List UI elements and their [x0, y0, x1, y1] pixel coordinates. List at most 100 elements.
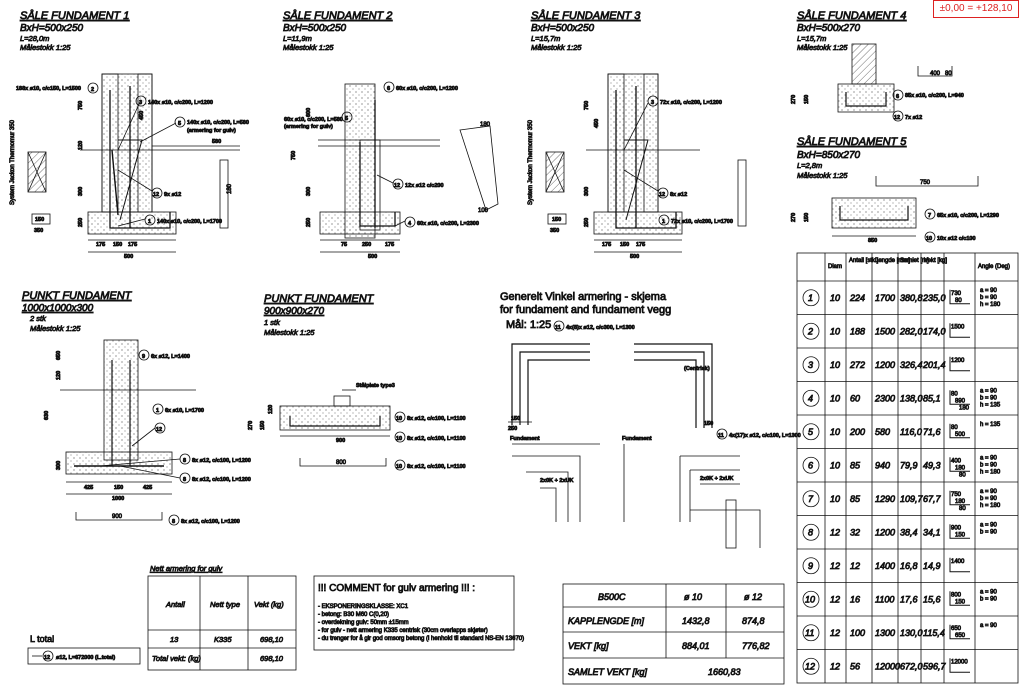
bar-schedule-table: Diam Antall [stk.] Lengde [mm] Samlet [m…: [796, 252, 1019, 684]
svg-text:6: 6: [387, 86, 390, 92]
gulv-cell: 13: [170, 635, 179, 644]
punkt-fundament-1: PUNKT FUNDAMENT 1000x1000x300 2 stk Måle…: [22, 290, 251, 526]
punkt2-callout-10c: 8x ø12, c/c100, L=1100: [407, 464, 466, 470]
bar-shape-dim: 12000: [951, 659, 968, 665]
vinkel-callout-11b: 4x(17)x ø12, c/c100, L=1300: [729, 433, 801, 439]
bar-antall: 100: [850, 628, 865, 638]
ltotal-num: 12: [44, 655, 50, 661]
gulv-total-label: Total vekt: (kg): [152, 654, 201, 663]
svg-text:12: 12: [156, 427, 162, 433]
bar-antall: 85: [850, 460, 861, 470]
gulv-title: Nett armering for gulv: [150, 564, 223, 573]
bar-shape-dim: 1200: [951, 358, 965, 364]
bar-antall: 85: [850, 494, 861, 504]
sale1-dim: 120: [78, 141, 84, 150]
punkt2-dim: 800: [336, 460, 347, 466]
bar-lengde: 12000: [875, 661, 900, 671]
sale-fundament-5: SÅLE FUNDAMENT 5 BxH=850x270 L=2,8m Måle…: [791, 135, 1000, 245]
sale2-dim: 500: [368, 254, 377, 260]
comment-line: - EKSPONERINGSKLASSE: XC1: [318, 604, 409, 610]
bar-angle: a = 90: [980, 288, 998, 294]
bar-vekt: 67,7: [923, 494, 942, 504]
sale2-scale: Målestokk 1:25: [283, 43, 334, 52]
bar-diam: 12: [830, 628, 840, 638]
sale2-callout-6: 60x ø10, c/c200, L=1200: [396, 86, 458, 92]
sale3-system-label: System Jackon Thermomur 350: [528, 119, 534, 205]
bar-angle: a = 90: [980, 623, 998, 629]
ltotal-text: ø12, L=672000 (L.total): [56, 655, 115, 661]
gulv-header: Vekt (kg): [254, 600, 284, 609]
svg-text:10: 10: [396, 436, 402, 442]
punkt1-dim: 150: [114, 485, 123, 491]
svg-text:11: 11: [555, 325, 561, 331]
bar-diam: 12: [830, 594, 840, 604]
b500c-header: B500C: [598, 592, 626, 602]
sale1-dim: 580: [212, 139, 221, 145]
bar-table-header: Samlet [m]: [900, 258, 929, 264]
bar-position: 12: [805, 661, 815, 671]
bar-lengde: 580: [875, 427, 890, 437]
bar-shape-dim: 80: [951, 425, 958, 431]
vinkel-tag-2: 2x0K + 2xUK: [700, 476, 734, 482]
bar-shape-dim: 80: [955, 298, 962, 304]
bar-shape-dim: 890: [955, 398, 966, 404]
bar-vekt: 34,1: [923, 527, 941, 537]
sale2-callout-5-note: (armering for gulv): [284, 124, 333, 130]
sale2-callout-12: 12x ø12 c/c200: [405, 183, 444, 189]
svg-text:1: 1: [156, 408, 159, 414]
sale1-callout-5-note: (armering for gulv): [187, 128, 236, 134]
sale1-dim: 250: [78, 218, 84, 227]
bar-diam: 10: [830, 326, 840, 336]
sale2-title: SÅLE FUNDAMENT 2: [283, 9, 392, 22]
punkt1-dim: 120: [56, 371, 62, 380]
punkt2-callout-10b: 8x ø12, c/c100, L=1100: [407, 436, 466, 442]
comment-line: - for gulv - nett armering K335 centrisk…: [318, 628, 488, 634]
vinkel-fundament-1: Fundament: [510, 436, 540, 442]
sale1-dim: 500: [124, 254, 133, 260]
bar-vekt: 235,0: [922, 293, 946, 303]
bar-table-header: Vekt [kg]: [924, 258, 947, 264]
bar-position: 4: [808, 393, 813, 403]
punkt1-dim: 900: [112, 514, 123, 520]
sale4-dim: 270: [791, 95, 797, 104]
bar-shape-dim: 900: [951, 525, 962, 531]
sale4-callout-12: 7x ø12: [905, 115, 922, 121]
bar-antall: 32: [850, 527, 860, 537]
bar-samlet: 282,0: [899, 326, 923, 336]
position-marker: [802, 523, 820, 541]
bar-shape-sketch: [949, 457, 970, 472]
ltotal-label: L total: [30, 634, 54, 644]
bar-angle: h = 180: [980, 503, 1001, 509]
position-marker: [802, 557, 820, 575]
bar-position: 11: [805, 628, 814, 638]
bar-shape-dim: 750: [951, 492, 962, 498]
punkt1-count: 2 stk: [29, 314, 47, 323]
bar-shape-dim: 80: [951, 391, 958, 397]
punkt2-dim: 120: [268, 405, 274, 414]
bar-samlet: 138,0: [900, 393, 923, 403]
sale2-dim: 300: [306, 187, 312, 196]
bar-position: 6: [808, 460, 813, 470]
bar-lengde: 1200: [875, 360, 895, 370]
bar-lengde: 1700: [875, 293, 895, 303]
sale1-bxh: BxH=500x250: [20, 23, 84, 34]
bar-antall: 60: [850, 393, 860, 403]
sale4-bxh: BxH=500x270: [797, 23, 861, 34]
bar-table-header: Lengde [mm]: [875, 258, 910, 264]
vinkel-centrisk-label: (Centrisk): [684, 366, 710, 372]
sale1-length: L=28,0m: [20, 34, 49, 43]
bar-position: 1: [808, 293, 813, 303]
bar-shape-sketch: [949, 323, 970, 338]
bar-diam: 12: [830, 561, 840, 571]
bar-angle: h = 180: [980, 302, 1001, 308]
bar-angle: b = 90: [980, 395, 998, 401]
bar-samlet: 326,4: [900, 360, 923, 370]
b500c-header: ø 10: [684, 592, 702, 602]
bar-shape-sketch: [949, 356, 970, 372]
punkt1-dim: 630: [44, 411, 50, 420]
sale2-dim: 75: [341, 242, 347, 248]
bar-lengde: 2300: [874, 393, 895, 403]
punkt1-dim: 425: [143, 485, 152, 491]
bar-antall: 16: [850, 594, 860, 604]
position-marker: [802, 322, 820, 340]
